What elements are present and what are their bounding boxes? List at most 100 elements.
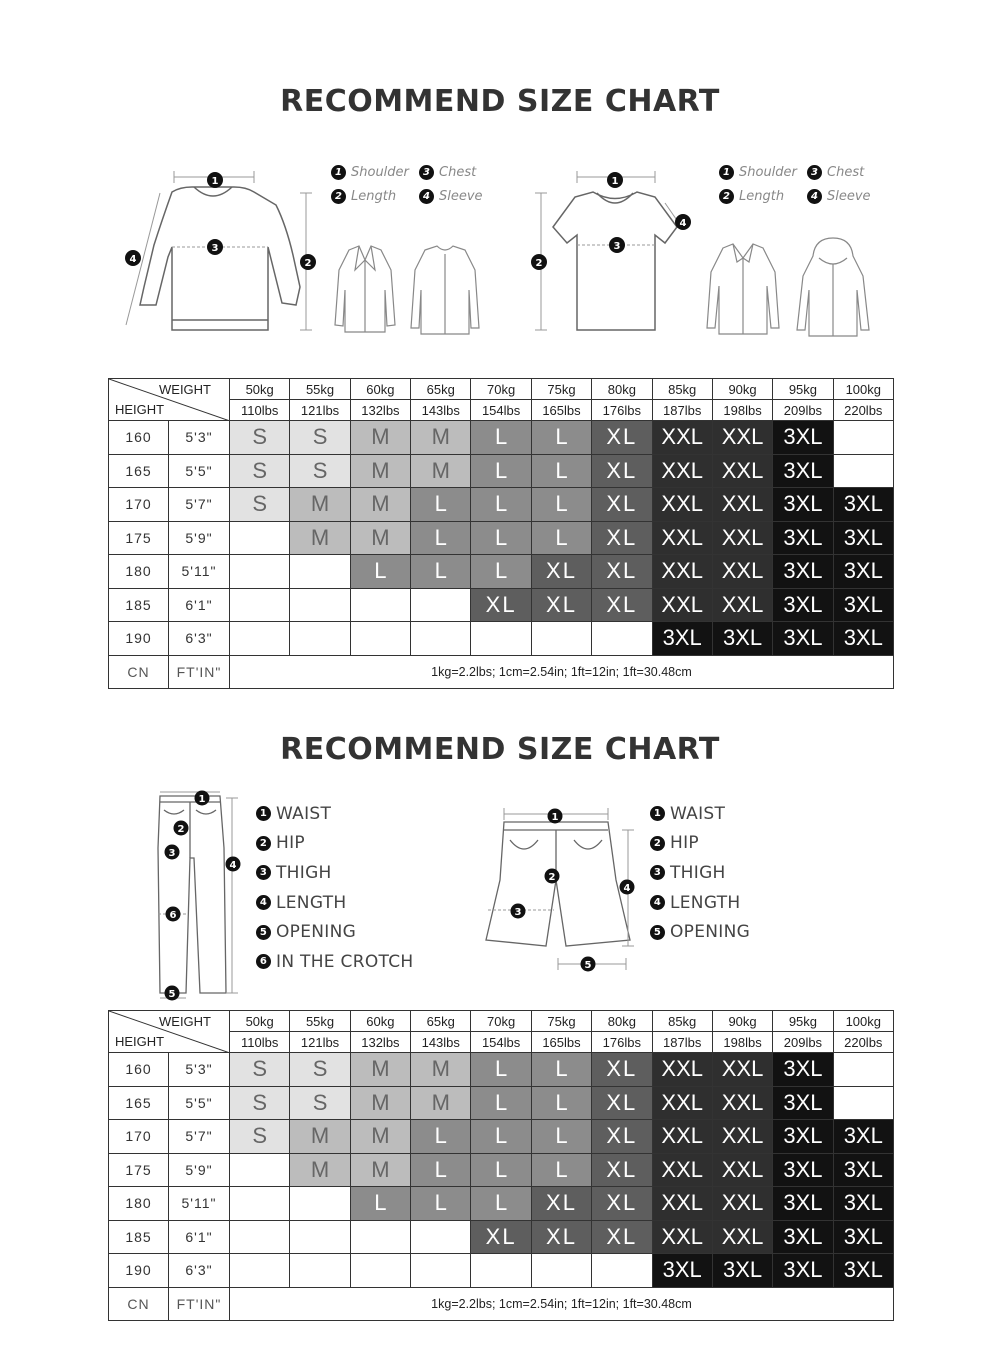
size-cell: XL <box>530 554 593 589</box>
size-cell: XL <box>530 587 593 622</box>
size-cell: 3XL <box>832 1186 894 1221</box>
weight-kg-header: 50kg <box>228 1010 291 1032</box>
size-cell: S <box>289 1052 351 1087</box>
jeans-illustration: 123 456 <box>157 790 241 1001</box>
height-cm-cell: 170 <box>108 487 169 522</box>
height-ft-cell: 5'11" <box>168 554 230 589</box>
size-cell: XL <box>591 1052 653 1087</box>
size-cell: M <box>349 453 412 488</box>
weight-lbs-header: 132lbs <box>349 1031 412 1053</box>
size-cell: 3XL <box>772 1085 834 1120</box>
weight-lbs-header: 143lbs <box>410 1031 472 1053</box>
svg-text:3: 3 <box>212 243 219 254</box>
size-cell <box>470 1253 532 1288</box>
size-cell: XXL <box>651 420 713 455</box>
conversion-note: 1kg=2.2lbs; 1cm=2.54in; 1ft=12in; 1ft=30… <box>229 654 894 689</box>
size-cell: XXL <box>711 1119 774 1154</box>
svg-text:5: 5 <box>585 960 592 971</box>
size-cell: L <box>530 520 593 555</box>
height-ft-cell: 5'9" <box>168 1152 230 1187</box>
size-cell: 3XL <box>772 1052 834 1087</box>
size-cell: 3XL <box>832 1152 894 1187</box>
size-cell: M <box>349 1152 412 1187</box>
size-cell: 3XL <box>832 520 894 555</box>
size-cell: 3XL <box>651 1253 713 1288</box>
height-ft-cell: 6'3" <box>168 1253 230 1288</box>
size-cell: XL <box>530 1186 593 1221</box>
size-cell <box>289 1253 351 1288</box>
weight-lbs-header: 198lbs <box>711 399 774 421</box>
size-cell <box>228 1219 291 1254</box>
height-ft-cell: 5'9" <box>168 520 230 555</box>
weight-kg-header: 75kg <box>530 378 593 400</box>
height-ft-cell: 6'1" <box>168 1219 230 1254</box>
height-cm-cell: 160 <box>108 420 169 455</box>
size-cell: M <box>349 520 412 555</box>
size-cell: XXL <box>711 554 774 589</box>
size-cell: S <box>228 1119 291 1154</box>
size-cell: 3XL <box>832 1119 894 1154</box>
svg-text:1: 1 <box>552 812 559 823</box>
size-cell: XXL <box>711 1186 774 1221</box>
height-cm-cell: 170 <box>108 1119 169 1154</box>
size-cell: S <box>228 1085 291 1120</box>
size-cell <box>349 1253 412 1288</box>
size-cell: XL <box>591 1186 653 1221</box>
weight-kg-header: 85kg <box>651 378 713 400</box>
size-cell: S <box>289 420 351 455</box>
svg-text:2: 2 <box>536 258 543 269</box>
size-cell: 3XL <box>832 554 894 589</box>
size-cell: XXL <box>711 420 774 455</box>
size-cell: XXL <box>651 520 713 555</box>
size-cell: XXL <box>711 487 774 522</box>
svg-text:3: 3 <box>515 907 522 918</box>
weight-lbs-header: 187lbs <box>651 399 713 421</box>
size-cell <box>832 1085 894 1120</box>
size-cell: M <box>289 520 351 555</box>
size-cell: XL <box>591 520 653 555</box>
size-cell: 3XL <box>772 587 834 622</box>
size-cell <box>349 1219 412 1254</box>
size-cell: L <box>530 420 593 455</box>
svg-text:4: 4 <box>624 883 631 894</box>
conversion-note: 1kg=2.2lbs; 1cm=2.54in; 1ft=12in; 1ft=30… <box>229 1286 894 1321</box>
size-cell: S <box>228 420 291 455</box>
size-cell: XL <box>591 420 653 455</box>
size-cell: M <box>349 1052 412 1087</box>
weight-lbs-header: 209lbs <box>772 1031 834 1053</box>
size-cell: L <box>410 1152 472 1187</box>
size-cell: L <box>410 554 472 589</box>
weight-kg-header: 95kg <box>772 1010 834 1032</box>
size-cell: 3XL <box>711 1253 774 1288</box>
size-cell: M <box>349 487 412 522</box>
size-cell: XXL <box>651 1119 713 1154</box>
size-cell: XL <box>591 453 653 488</box>
size-cell: XXL <box>651 487 713 522</box>
svg-text:3: 3 <box>169 848 176 859</box>
weight-kg-header: 85kg <box>651 1010 713 1032</box>
weight-kg-header: 60kg <box>349 1010 412 1032</box>
size-cell: M <box>410 1085 472 1120</box>
size-cell: S <box>289 1085 351 1120</box>
height-cm-cell: 180 <box>108 554 169 589</box>
size-cell: L <box>349 1186 412 1221</box>
size-cell: L <box>530 453 593 488</box>
size-cell <box>591 621 653 656</box>
weight-kg-header: 80kg <box>591 1010 653 1032</box>
weight-kg-header: 70kg <box>470 1010 532 1032</box>
size-cell: 3XL <box>711 621 774 656</box>
